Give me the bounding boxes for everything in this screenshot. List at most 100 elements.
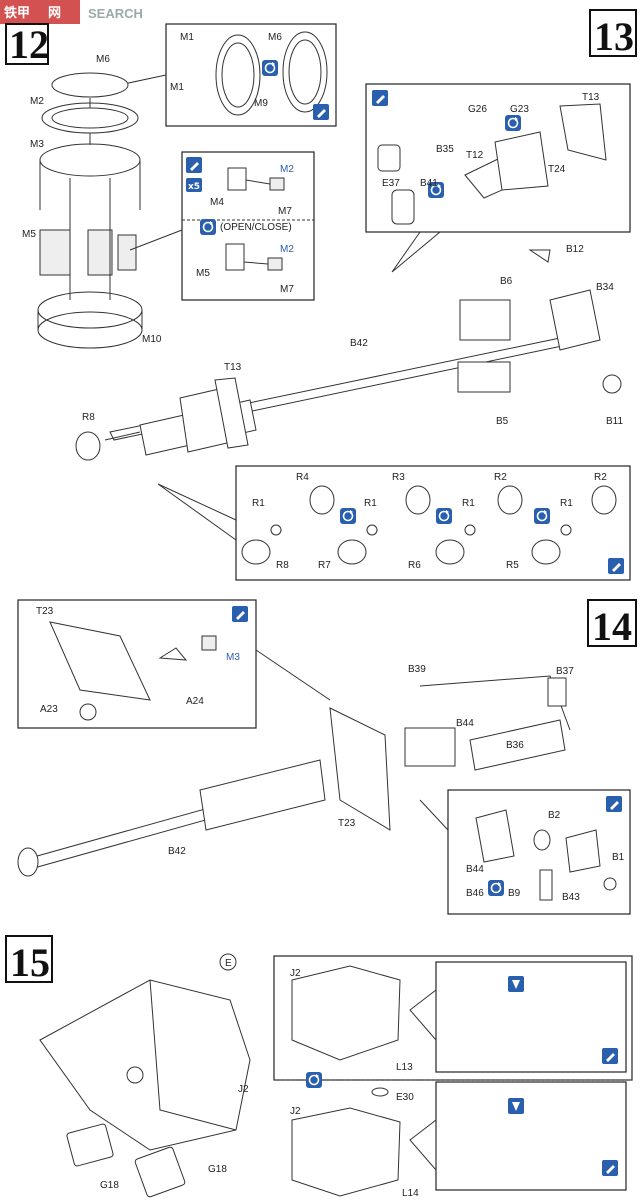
label: R1 [462,498,475,509]
label: M3 [30,139,44,150]
label: A23 [40,704,58,715]
label: B42 [168,846,186,857]
label: G26 [468,104,487,115]
wheel-row-top [270,485,617,536]
label: M6 [268,32,282,43]
label: T23 [36,606,54,617]
label: B9 [508,888,521,899]
rotate-icon [261,59,279,77]
label: E30 [396,1092,414,1103]
label: T23 [338,818,356,829]
label: R5 [506,560,519,571]
label: B5 [496,416,509,427]
label: R6 [408,560,421,571]
label: E37 [382,178,400,189]
label: B41 [420,178,438,189]
label: B1 [612,852,625,863]
label: A24 [186,696,204,707]
label: T24 [548,164,566,175]
label: R2 [494,472,507,483]
rotate-icon [199,218,217,236]
watermark-text: 铁甲 [3,5,30,20]
label: R2 [594,472,607,483]
rotate-icon [533,507,551,525]
rotate-icon [487,879,505,897]
glue-icon [232,606,248,622]
label: M1 [180,32,194,43]
label: R3 [392,472,405,483]
rotate-icon [504,114,522,132]
label: R8 [82,412,95,423]
label: M4 [210,197,224,208]
label: R1 [560,498,573,509]
open-close-note: (OPEN/CLOSE) [220,222,292,233]
count-badge: x5 [188,182,200,192]
label: B36 [506,740,524,751]
label: B11 [606,416,623,427]
watermark-text2: 网 [48,5,61,20]
label: T12 [466,150,484,161]
label: R7 [318,560,331,571]
wheel-row-bottom [241,539,561,565]
label: B12 [566,244,584,255]
label: B42 [350,338,368,349]
label: B35 [436,144,454,155]
label: T13 [582,92,600,103]
label: J2 [238,1084,249,1095]
label: M6 [96,54,110,65]
label: B44 [456,718,474,729]
glue-icon [606,796,622,812]
label: M2 [30,96,44,107]
step-15: 15 E J2 G18 G18 J2 L13 E30 J2 L14 [5,935,633,1199]
label: T13 [224,362,242,373]
label: J2 [290,968,301,979]
step-number-15: 15 [10,940,50,985]
label: M5 [22,229,36,240]
label: R1 [364,498,377,509]
glue-icon [186,157,202,173]
label: G23 [510,104,529,115]
label: L14 [402,1188,419,1199]
glue-icon [313,104,329,120]
label: J2 [290,1106,301,1117]
label: R8 [276,560,289,571]
label: B43 [562,892,580,903]
label: M2 [280,164,294,175]
step-number-12: 12 [9,22,49,67]
step-13: 13 G26 G23 T13 B35 T12 E37 B41 T24 B12 B… [75,9,637,581]
label: M1 [170,82,184,93]
glue-icon [372,90,388,106]
label: M9 [254,98,268,109]
label: M7 [278,206,292,217]
drill-icon [508,1098,524,1114]
watermark-search: SEARCH [88,6,143,21]
rotate-icon [339,507,357,525]
rotate-icon [435,507,453,525]
glue-icon [608,558,624,574]
step-14: 14 T23 M3 A23 A24 B39 B37 B44 B36 T23 B4… [17,599,637,915]
label: M5 [196,268,210,279]
label: M10 [142,334,162,345]
step14-inset-breech [447,789,631,915]
drill-icon [508,976,524,992]
label: B6 [500,276,513,287]
step14-inset-shield [17,599,257,729]
glue-icon [602,1048,618,1064]
label: B37 [556,666,574,677]
label: R4 [296,472,309,483]
label: B39 [408,664,426,675]
label: M3 [226,652,240,663]
label: M2 [280,244,294,255]
watermark-logo: 铁甲 网 SEARCH [0,0,143,24]
label: M7 [280,284,294,295]
step-12: 12 M1 M1 M6 M9 M6 M2 M3 M5 M10 [5,22,337,349]
label: L13 [396,1062,413,1073]
label: B44 [466,864,484,875]
label: G18 [100,1180,119,1191]
label: B2 [548,810,561,821]
step-number-13: 13 [594,14,634,59]
step13-inset-wheels [235,465,631,581]
label: G18 [208,1164,227,1175]
label: E [225,958,232,969]
